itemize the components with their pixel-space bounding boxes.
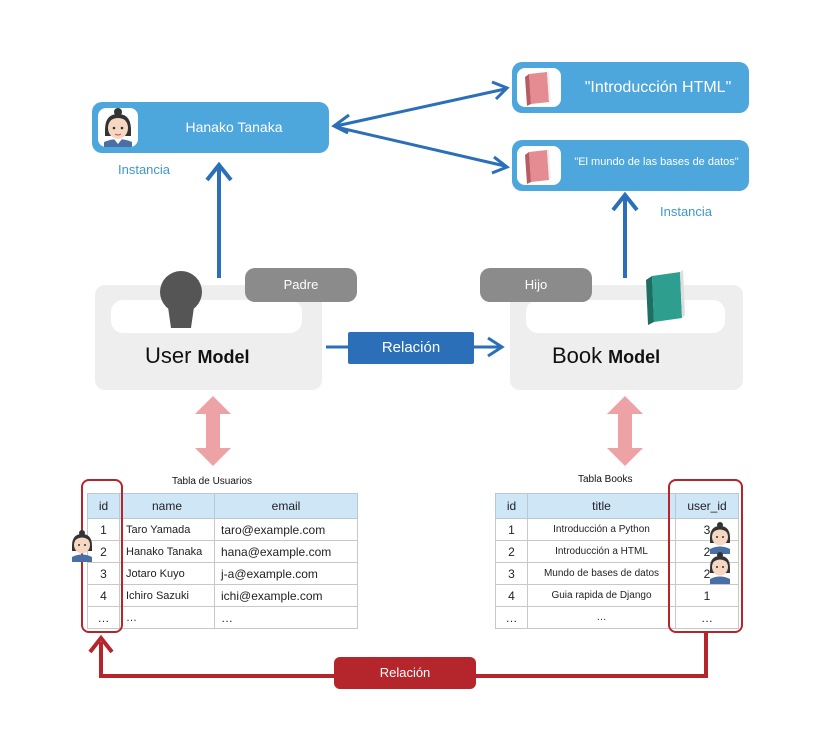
column-header-id: id [87,493,120,519]
woman-avatar-icon [98,108,138,147]
table-cell: Hanako Tanaka [119,540,215,563]
books-table-caption: Tabla Books [578,474,633,485]
table-cell: Ichiro Sazuki [119,584,215,607]
table-cell: 3 [495,562,528,585]
table-cell: … [214,606,358,629]
child-tag: Hijo [480,268,592,302]
person-silhouette-icon [155,270,207,328]
table-cell: hana@example.com [214,540,358,563]
table-cell: 2 [495,540,528,563]
relation-badge-red: Relación [334,657,476,689]
table-cell: 2 [87,540,120,563]
arrow-hanako-to-book1 [331,80,510,135]
sync-arrow-book [607,396,643,466]
table-cell: … [527,606,676,629]
table-cell: ichi@example.com [214,584,358,607]
table-cell: Taro Yamada [119,518,215,541]
user-model-inner [111,300,302,333]
book-icon [640,268,690,326]
table-cell: 1 [495,518,528,541]
table-cell: Introducción a HTML [527,540,676,563]
instance-caption-books: Instancia [660,204,713,219]
table-header-row: id title user_id [495,493,739,519]
table-cell: … [495,606,528,629]
book1-instance-card: "Introducción HTML" [512,62,749,113]
table-cell: … [119,606,215,629]
woman-avatar-icon [706,522,734,554]
book-icon [517,68,561,107]
book-model-inner [526,300,725,333]
table-cell: 3 [87,562,120,585]
sync-arrow-user [195,396,231,466]
table-cell: 4 [495,584,528,607]
table-header-row: id name email [87,493,358,519]
table-cell: taro@example.com [214,518,358,541]
book-model-suffix: Model [608,347,661,367]
users-table-caption: Tabla de Usuarios [172,476,253,487]
table-cell: Guia rapida de Django [527,584,676,607]
table-cell: … [675,606,739,629]
book-icon [517,146,561,185]
column-header-id: id [495,493,528,519]
table-cell: Introducción a Python [527,518,676,541]
table-row: ……… [495,606,739,629]
user-model-name: User [145,343,192,368]
arrow-book-to-instance [611,191,639,278]
column-header-email: email [214,493,358,519]
hanako-name: Hanako Tanaka [185,119,283,135]
arrow-hanako-to-book2 [335,125,511,175]
user-model-suffix: Model [197,347,250,367]
arrow-user-to-instance [205,161,233,278]
relation-badge-blue: Relación [348,332,474,364]
woman-avatar-icon [706,552,734,584]
table-cell: Mundo de bases de datos [527,562,676,585]
table-cell: … [87,606,120,629]
woman-avatar-icon [68,530,96,562]
table-cell: 1 [675,584,739,607]
parent-tag: Padre [245,268,357,302]
column-header-name: name [119,493,215,519]
column-header-title: title [527,493,676,519]
table-cell: j-a@example.com [214,562,358,585]
book2-title: "El mundo de las bases de datos" [574,156,739,168]
book2-instance-card: "El mundo de las bases de datos" [512,140,749,191]
table-cell: Jotaro Kuyo [119,562,215,585]
table-row: ……… [87,606,358,629]
hanako-instance-card: Hanako Tanaka [92,102,329,153]
column-header-user-id: user_id [675,493,739,519]
book-model-name: Book [552,343,603,368]
books-userid-highlight [668,479,743,633]
instance-caption-user: Instancia [118,162,171,177]
book1-title: "Introducción HTML" [584,79,732,96]
